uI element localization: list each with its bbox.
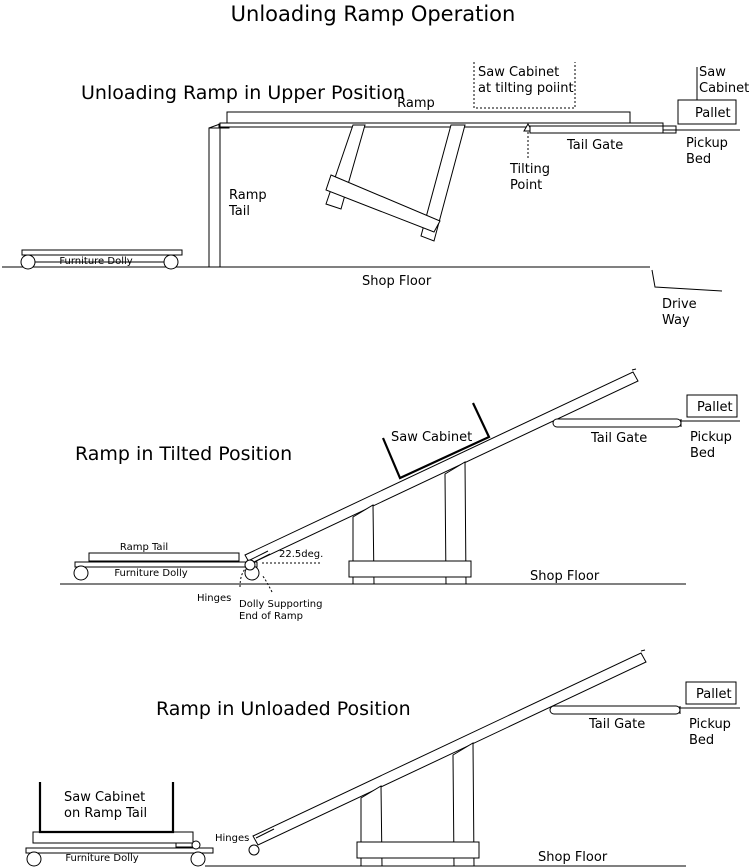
- pallet-3: [685, 681, 737, 705]
- panel1-heading: Unloading Ramp in Upper Position: [81, 82, 405, 104]
- dolly-support-leader: [261, 574, 273, 593]
- angle-label: 22.5deg.: [279, 549, 323, 560]
- pickup-bed-label-2b: Bed: [690, 446, 715, 461]
- ramp-stand-3: [356, 742, 480, 867]
- hinges-label-3: Hinges: [215, 833, 249, 844]
- hinges-label-2: Hinges: [197, 593, 231, 604]
- pickup-bed-label-2: Bed: [686, 152, 711, 167]
- pallet-label-2: Pallet: [697, 400, 733, 415]
- furniture-dolly-label-3: Furniture Dolly: [65, 853, 138, 864]
- unloaded-ramp: [252, 649, 647, 846]
- saw-cabinet-tail-label-1: Saw Cabinet: [64, 790, 145, 805]
- tilting-point-label-1: Tilting: [509, 162, 550, 177]
- pickup-bed-label-2a: Pickup: [690, 430, 732, 445]
- pickup-bed-label-3a: Pickup: [689, 717, 731, 732]
- tail-gate-label: Tail Gate: [566, 138, 623, 153]
- driveway-label-2: Way: [662, 313, 690, 328]
- pallet-2: [686, 394, 738, 418]
- ramp-tail-with-cabinet: [32, 831, 194, 844]
- shop-floor-label-3: Shop Floor: [538, 850, 608, 865]
- driveway-label-1: Drive: [662, 297, 697, 312]
- ramp-tail: [208, 123, 230, 268]
- pickup-bed-label-3b: Bed: [689, 733, 714, 748]
- pickup-bed-label-1: Pickup: [686, 136, 728, 151]
- hinges-leader: [239, 567, 247, 588]
- saw-cabinet-dotted-outline: [473, 62, 576, 109]
- furniture-dolly-3: [25, 847, 214, 867]
- panel-tilted-position: Ramp in Tilted Position Shop Floor Furni…: [60, 368, 740, 622]
- driveway-line: [651, 269, 723, 292]
- pallet-label: Pallet: [695, 106, 731, 121]
- hinge-wheel: [244, 559, 256, 571]
- panel2-heading: Ramp in Tilted Position: [75, 443, 292, 465]
- saw-cabinet-tilted-label: Saw Cabinet: [391, 430, 472, 445]
- panel-upper-position: Unloading Ramp in Upper Position Furnitu…: [2, 62, 749, 328]
- ramp-tail-label-2: Tail: [228, 204, 250, 219]
- furniture-dolly: [20, 249, 183, 270]
- tail-gate-3: [549, 705, 681, 715]
- saw-cabinet-tilted: [381, 402, 491, 480]
- tilting-point-label-2: Point: [510, 178, 542, 193]
- pallet-label-3: Pallet: [696, 687, 732, 702]
- ramp-tail-flat: [88, 552, 240, 562]
- shop-floor-label: Shop Floor: [362, 274, 432, 289]
- dolly-support-label-1: Dolly Supporting: [239, 599, 322, 610]
- tilted-ramp: [244, 368, 639, 565]
- diagram-title: Unloading Ramp Operation: [231, 2, 516, 26]
- furniture-dolly-label: Furniture Dolly: [59, 256, 132, 267]
- ramp-tail-label-flat: Ramp Tail: [120, 542, 168, 553]
- pallet: [677, 99, 737, 125]
- saw-cabinet-tail-label-2: on Ramp Tail: [64, 806, 147, 821]
- tail-gate-label-3: Tail Gate: [588, 717, 645, 732]
- saw-cabinet-truck-label-2: Cabinet: [699, 81, 749, 96]
- saw-cabinet-on-ramp-tail: [38, 782, 175, 834]
- hinge-wheel-3: [248, 844, 260, 856]
- saw-cabinet-tilting-label-2: at tilting poiint: [478, 81, 574, 96]
- tail-gate-2: [552, 418, 682, 428]
- ramp-tail-label-1: Ramp: [229, 188, 267, 203]
- ramp-stand-2: [348, 461, 472, 585]
- ramp-legs: [325, 124, 466, 242]
- saw-cabinet-truck-label-1: Saw: [699, 65, 726, 80]
- ramp-board: [219, 111, 664, 128]
- dolly-support-label-2: End of Ramp: [239, 611, 303, 622]
- panel-unloaded-position: Ramp in Unloaded Position Shop Floor Fur…: [25, 649, 740, 867]
- tail-gate: [529, 125, 677, 134]
- panel3-heading: Ramp in Unloaded Position: [156, 698, 411, 720]
- shop-floor-label-2: Shop Floor: [530, 569, 600, 584]
- furniture-dolly-label-2: Furniture Dolly: [114, 568, 187, 579]
- tail-gate-label-2: Tail Gate: [590, 431, 647, 446]
- ramp-label: Ramp: [397, 96, 435, 111]
- saw-cabinet-tilting-label-1: Saw Cabinet: [478, 65, 559, 80]
